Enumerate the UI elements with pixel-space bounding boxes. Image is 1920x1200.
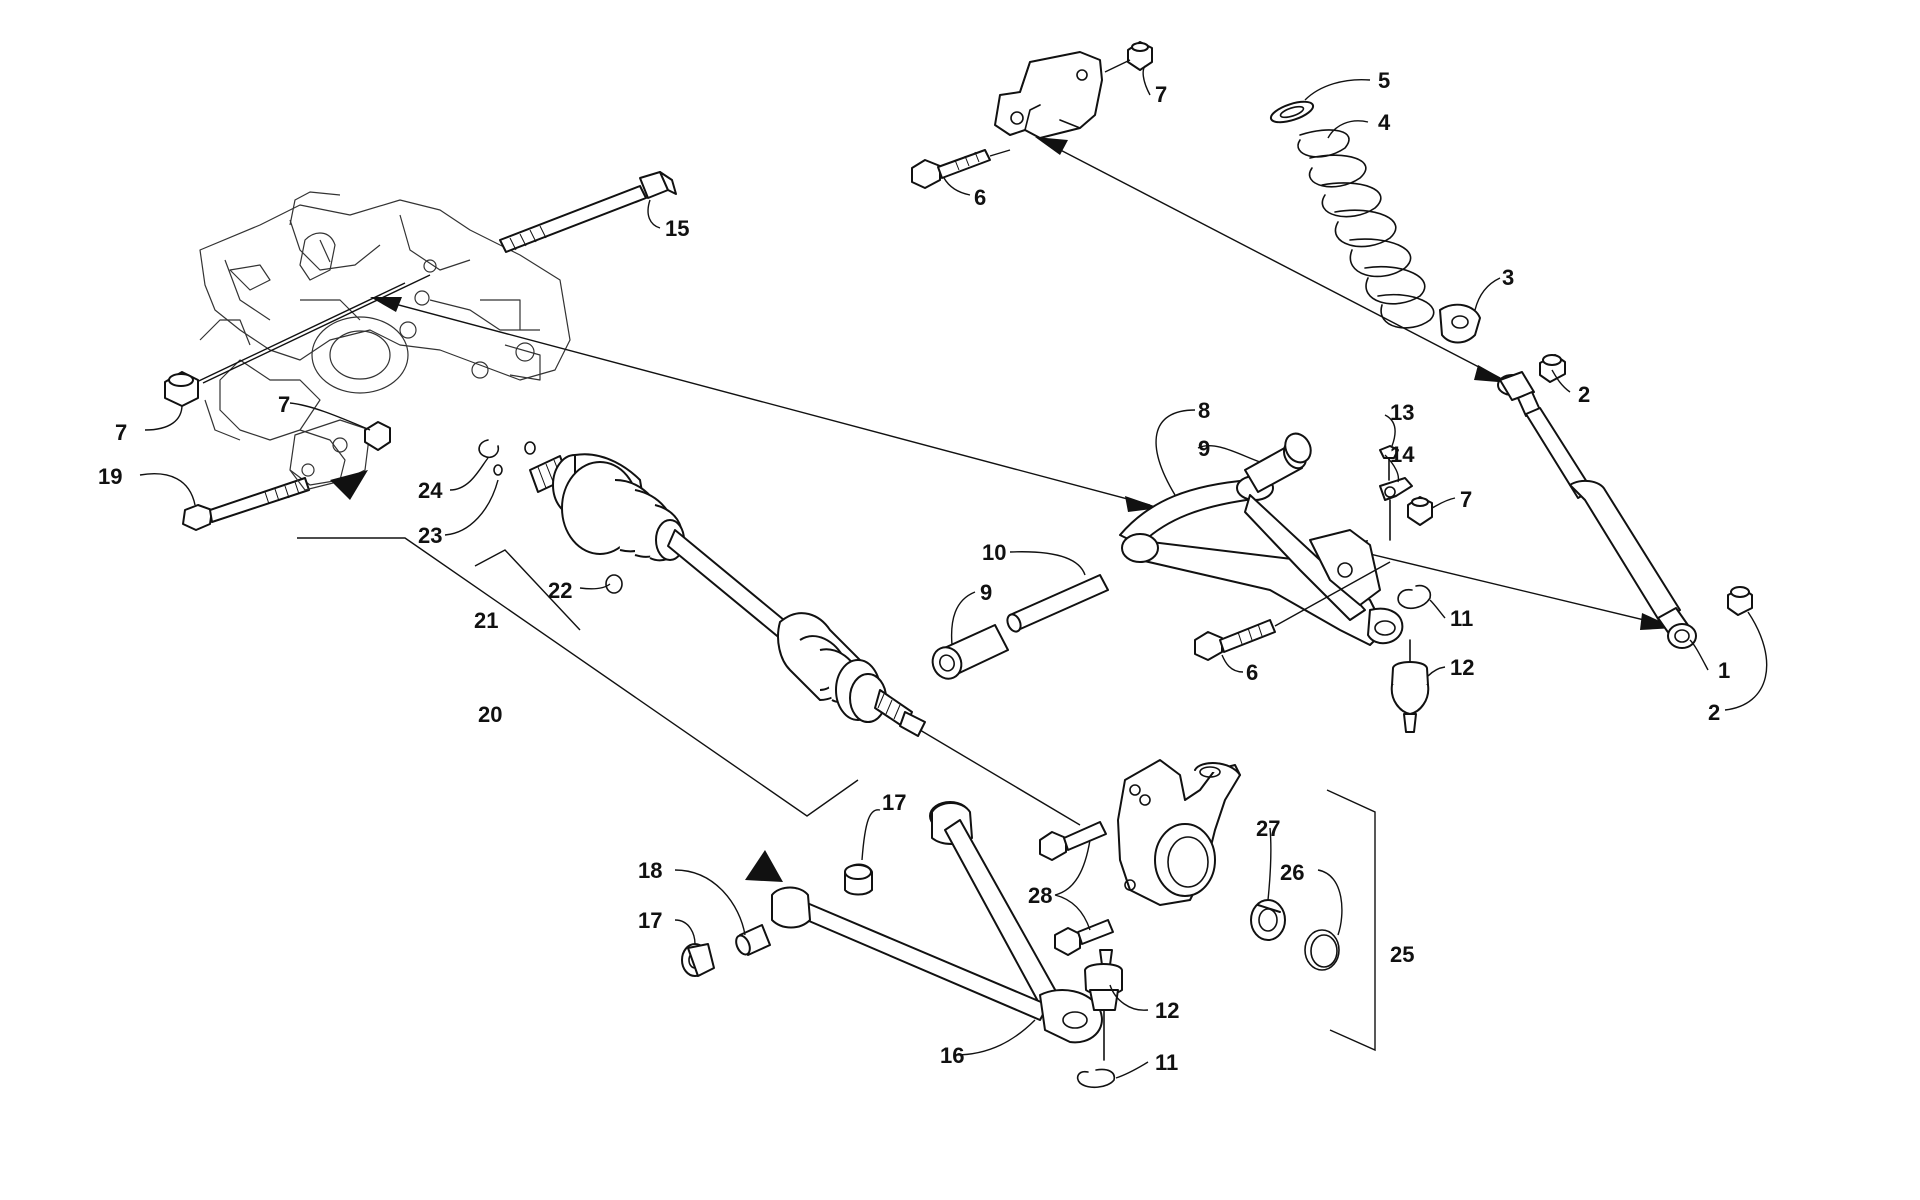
arrowhead-bracket (1035, 137, 1068, 155)
callout-11-lower: 11 (1155, 1050, 1178, 1075)
part-5-spring-retainer (1269, 100, 1315, 124)
part-20-drive-axle (529, 453, 1081, 826)
part-27-bearing (1250, 899, 1286, 941)
arrow-arm-to-shock-bottom (1344, 547, 1666, 626)
steering-knuckle (1117, 759, 1241, 906)
callout-9-right: 9 (1198, 436, 1210, 461)
callout-15: 15 (665, 216, 689, 241)
callout-16: 16 (940, 1043, 964, 1068)
callout-24: 24 (418, 478, 443, 503)
part-1-shock-absorber (1497, 371, 1697, 649)
part-2-bushing-bottom (1727, 586, 1753, 616)
part-17-bushing-upper (844, 863, 873, 896)
callout-27: 27 (1256, 816, 1280, 841)
part-19-bolt (182, 477, 310, 531)
part-6-bolt-lower (1194, 561, 1391, 661)
part-12-ball-joint-upper (1390, 639, 1430, 733)
part-2-bushing-top (1539, 354, 1566, 383)
pointer-triangle-bracket (330, 470, 368, 500)
callout-11-upper: 11 (1450, 606, 1473, 631)
arrow-bolt-line (164, 282, 406, 398)
callout-7-bracket: 7 (278, 392, 290, 417)
callout-8: 8 (1198, 398, 1210, 423)
callout-14: 14 (1390, 442, 1415, 467)
part-16-lower-a-arm (771, 801, 1103, 1044)
callout-12-upper: 12 (1450, 655, 1474, 680)
part-28-bolt-upper (1039, 821, 1107, 861)
upper-mount-bracket (994, 51, 1103, 139)
callout-23: 23 (418, 523, 442, 548)
callout-13: 13 (1390, 400, 1414, 425)
group-bracket-20 (297, 537, 859, 817)
callout-labels: 1 2 2 3 4 5 6 6 7 7 7 7 8 9 9 10 11 11 1… (98, 68, 1730, 1075)
vehicle-frame-sketch (199, 191, 571, 486)
arrow-bracket-to-shock (1044, 141, 1501, 379)
callout-leaders (139, 65, 1768, 1079)
part-26-ring (1304, 929, 1340, 971)
grouping-lines (297, 537, 1376, 1052)
part-3-spring-seat (1439, 303, 1481, 344)
callout-7-frame: 7 (115, 420, 127, 445)
callout-22: 22 (548, 578, 572, 603)
part-24-snap-ring (478, 439, 500, 459)
callout-17-lower: 17 (638, 908, 662, 933)
part-28-bolt-lower (1054, 919, 1114, 956)
part-7-nut-frame-left (164, 371, 199, 407)
callout-7-arm: 7 (1460, 487, 1472, 512)
part-6-bolt-upper (911, 149, 1011, 189)
callout-5: 5 (1378, 68, 1390, 93)
callout-2-top: 2 (1578, 382, 1590, 407)
part-4-spring (1297, 129, 1435, 329)
part-12-ball-joint-lower (1084, 949, 1123, 1061)
callout-18: 18 (638, 858, 662, 883)
part-18-sleeve (735, 924, 771, 956)
part-13-screw (1379, 445, 1399, 481)
callout-4: 4 (1378, 110, 1391, 135)
callout-3: 3 (1502, 265, 1514, 290)
part-7-nut-arm (1407, 496, 1433, 526)
callout-6-lower: 6 (1246, 660, 1258, 685)
part-8-upper-a-arm (1119, 475, 1404, 646)
part-14-clip (1379, 477, 1413, 541)
part-23-ring (493, 441, 536, 476)
arrow-frame-to-upper-arm (379, 299, 1151, 506)
callout-28: 28 (1028, 883, 1052, 908)
callout-12-lower: 12 (1155, 998, 1179, 1023)
group-bracket-25 (1326, 789, 1376, 1052)
part-7-nut-upper (1127, 41, 1153, 71)
callout-19: 19 (98, 464, 122, 489)
part-22-ring (605, 574, 623, 594)
part-10-sleeve (1006, 574, 1109, 633)
part-7-nut-bracket (364, 421, 391, 451)
callout-25: 25 (1390, 942, 1414, 967)
pointer-triangle-lower-arm (745, 850, 783, 882)
callout-7-upper: 7 (1155, 82, 1167, 107)
callout-17-upper: 17 (882, 790, 906, 815)
part-11-snap-ring-upper (1397, 584, 1432, 610)
part-11-snap-ring-lower (1076, 1068, 1116, 1089)
callout-6-upper: 6 (974, 185, 986, 210)
callout-10: 10 (982, 540, 1006, 565)
part-17-bushing-lower (681, 943, 715, 977)
part-9-bushing-right (1244, 432, 1312, 493)
callout-20: 20 (478, 702, 502, 727)
callout-2-bottom: 2 (1708, 700, 1720, 725)
part-15-long-bolt (499, 171, 677, 253)
arrow-axle-line (202, 274, 431, 384)
arrowhead-frame (370, 297, 402, 312)
callout-26: 26 (1280, 860, 1304, 885)
group-bracket-21 (474, 549, 581, 631)
callout-9-left: 9 (980, 580, 992, 605)
part-9-bushing-left (931, 624, 1009, 680)
callout-1: 1 (1718, 658, 1730, 683)
callout-21: 21 (474, 608, 498, 633)
